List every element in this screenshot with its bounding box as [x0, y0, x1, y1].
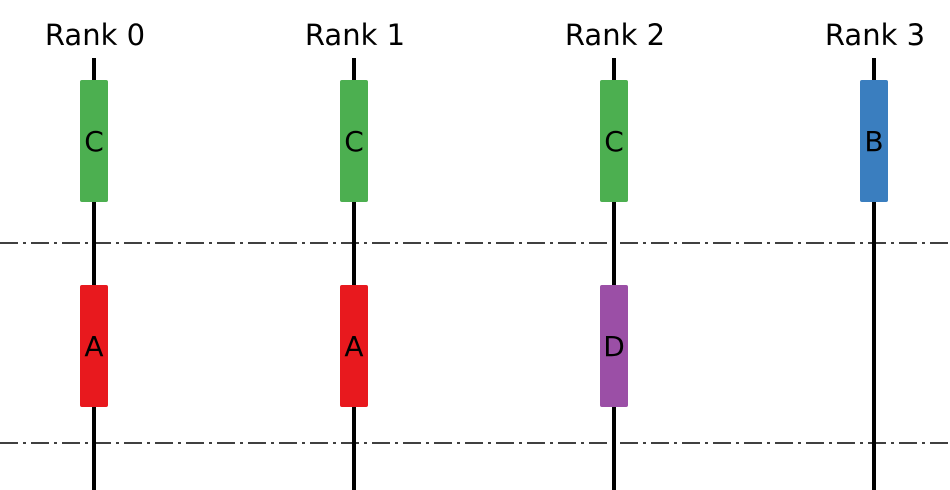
rank-0-task-c: C	[80, 80, 108, 202]
task-label: D	[603, 329, 625, 363]
task-label: C	[604, 124, 624, 158]
rank-1-task-a: A	[340, 285, 368, 407]
rank-0-timeline	[92, 58, 96, 490]
rank-0-task-a: A	[80, 285, 108, 407]
rank-3-task-b: B	[860, 80, 888, 202]
task-label: C	[344, 124, 364, 158]
rank-1-timeline	[352, 58, 356, 490]
rank-1-label: Rank 1	[304, 18, 406, 52]
rank-2-task-c: C	[600, 80, 628, 202]
rank-3-label: Rank 3	[824, 18, 926, 52]
task-label: C	[84, 124, 104, 158]
rank-2-task-d: D	[600, 285, 628, 407]
task-label: B	[864, 124, 884, 158]
rank-2-label: Rank 2	[564, 18, 666, 52]
rank-1-task-c: C	[340, 80, 368, 202]
phase-divider-2	[0, 442, 950, 444]
rank-3-timeline	[872, 58, 876, 490]
task-label: A	[84, 329, 104, 363]
rank-0-label: Rank 0	[44, 18, 146, 52]
task-label: A	[344, 329, 364, 363]
rank-2-timeline	[612, 58, 616, 490]
phase-divider-1	[0, 242, 950, 244]
